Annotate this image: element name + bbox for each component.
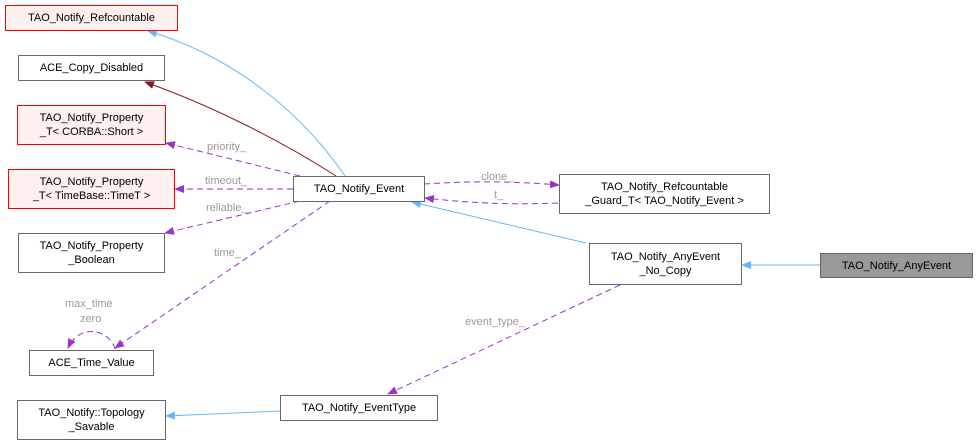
edge-nocopy-event: [411, 200, 587, 244]
node-event-type[interactable]: TAO_Notify_EventType: [280, 395, 438, 421]
node-refcountable[interactable]: TAO_Notify_Refcountable: [5, 5, 178, 31]
node-property-boolean[interactable]: TAO_Notify_Property _Boolean: [18, 233, 165, 273]
edge-t: [424, 195, 559, 205]
edge-clone: [423, 180, 560, 189]
node-copy-disabled[interactable]: ACE_Copy_Disabled: [18, 55, 165, 81]
edge-event-refcountable: [147, 29, 346, 177]
node-event[interactable]: TAO_Notify_Event: [293, 176, 425, 202]
edge-label-clone: clone_: [481, 171, 514, 183]
node-topology-savable[interactable]: TAO_Notify::Topology _Savable: [17, 400, 166, 440]
edge-event-type: [387, 284, 621, 395]
edge-label-time: time_: [214, 247, 242, 259]
edge-priority: [165, 141, 301, 177]
edge-label-priority: priority_: [207, 141, 247, 153]
node-property-timet[interactable]: TAO_Notify_Property _T< TimeBase::TimeT …: [8, 169, 175, 209]
node-any-event: TAO_Notify_AnyEvent: [820, 253, 973, 278]
edge-label-max-time: max_time: [65, 298, 113, 310]
edge-time-self: [67, 330, 116, 350]
edge-label-t: t_: [494, 189, 504, 201]
edge-label-timeout: timeout_: [205, 175, 248, 187]
node-refcountable-guard[interactable]: TAO_Notify_Refcountable _Guard_T< TAO_No…: [559, 174, 770, 214]
node-property-short[interactable]: TAO_Notify_Property _T< CORBA::Short >: [17, 105, 166, 145]
edge-reliable: [164, 200, 301, 235]
edge-time: [114, 200, 331, 349]
edge-label-event-type: event_type_: [465, 316, 526, 328]
edge-label-zero: zero: [80, 313, 101, 325]
node-time-value[interactable]: ACE_Time_Value: [29, 350, 154, 376]
node-any-event-no-copy[interactable]: TAO_Notify_AnyEvent _No_Copy: [589, 243, 742, 285]
edge-event-copy-disabled: [144, 81, 337, 177]
edge-label-reliable: reliable_: [206, 202, 248, 214]
edge-eventtype-topology: [165, 410, 281, 420]
